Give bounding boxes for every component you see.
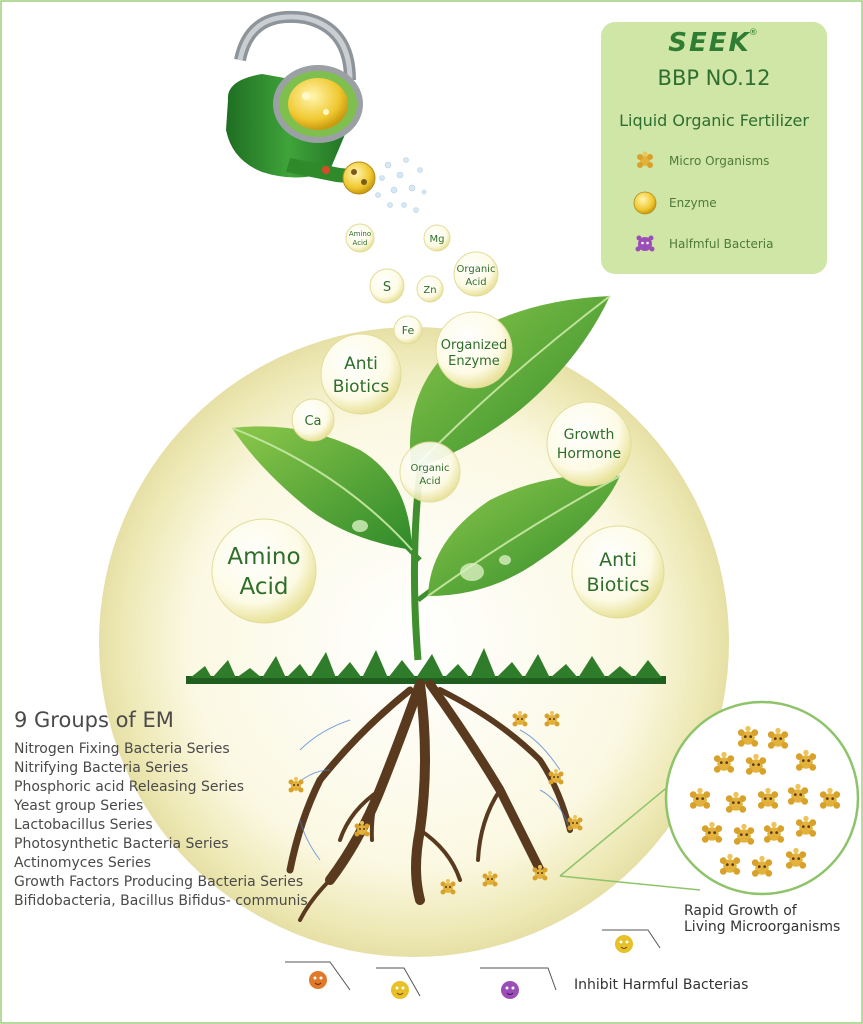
bubble-label: Acid: [465, 277, 486, 288]
registered-mark: ®: [748, 28, 760, 38]
bubble-fe: Fe: [393, 315, 423, 345]
em-groups-title: 9 Groups of EM: [14, 708, 174, 732]
leaf-top: [410, 296, 610, 470]
bubble-label: Organized: [441, 338, 508, 353]
bubble-label: Biotics: [333, 377, 390, 397]
bubble-label: Enzyme: [448, 354, 500, 369]
em-group-item: Photosynthetic Bacteria Series: [14, 836, 229, 852]
rapid-growth-line: Living Microorganisms: [684, 919, 841, 935]
em-groups-list: 9 Groups of EM Nitrogen Fixing Bacteria …: [14, 708, 394, 911]
em-group-item: Phosphoric acid Releasing Series: [14, 779, 245, 795]
bubble-label: Anti: [599, 549, 637, 571]
bubble-anti-biotics-right: Anti Biotics: [571, 525, 665, 619]
bubble-label: Amino: [227, 544, 300, 570]
bubble-label: Fe: [402, 324, 415, 337]
bubble-organic-acid-top: Organic Acid: [453, 251, 499, 297]
rapid-growth-line: Rapid Growth of: [684, 903, 797, 919]
bubble-label: Zn: [423, 285, 436, 296]
leaf-left: [232, 426, 412, 550]
bubble-amino-small: Amino Acid: [345, 223, 375, 253]
em-group-item: Yeast group Series: [14, 798, 144, 814]
bubble-label: Ca: [304, 414, 321, 429]
bubble-s: S: [369, 268, 405, 304]
bubble-zn: Zn: [416, 275, 444, 303]
brand-name: SEEK: [668, 28, 751, 58]
harmful-bacteria-icon: [615, 935, 633, 953]
bubble-label: Growth: [564, 427, 615, 443]
legend-label: Micro Organisms: [669, 154, 770, 168]
bubble-mg: Mg: [423, 224, 451, 252]
bubble-label: Acid: [240, 574, 289, 600]
em-group-item: Growth Factors Producing Bacteria Series: [14, 874, 304, 890]
watering-can-icon: [226, 10, 376, 195]
em-group-item: Actinomyces Series: [14, 855, 151, 871]
zoom-line-bottom: [559, 875, 701, 891]
legend-item-enzyme: Enzyme: [633, 190, 717, 216]
em-group-item: Nitrifying Bacteria Series: [14, 760, 189, 776]
bubble-label: Mg: [430, 234, 445, 245]
product-name: BBP NO.12: [657, 66, 771, 90]
micro-organism-icon: [637, 151, 653, 168]
bubble-label: Amino: [349, 230, 371, 238]
bubble-ca: Ca: [291, 398, 335, 442]
harmful-bacteria-row: [285, 929, 661, 999]
harmful-bacteria-icon: [391, 981, 409, 999]
roots: [286, 679, 573, 922]
bubble-label: Acid: [419, 476, 440, 487]
grass: [186, 648, 666, 684]
bubble-label: Anti: [344, 354, 378, 374]
enzyme-icon: [633, 191, 657, 215]
bubble-label: Organic: [457, 264, 496, 275]
product-subtitle: Liquid Organic Fertilizer: [619, 111, 809, 130]
legend-label: Enzyme: [669, 196, 717, 210]
bubble-label: Hormone: [557, 446, 621, 462]
bubble-label: S: [383, 280, 391, 295]
harmful-bacteria-icon: [309, 971, 327, 989]
em-group-item: Lactobacillus Series: [14, 817, 153, 833]
bubble-label: Acid: [353, 239, 368, 247]
zoom-line-top: [559, 779, 677, 877]
bubble-anti-biotics-left: Anti Biotics: [320, 333, 402, 415]
water-drops: [375, 157, 427, 213]
harmful-bacteria-icon: [635, 235, 655, 252]
bubble-label: Organic: [411, 463, 450, 474]
bubble-label: Biotics: [586, 574, 649, 596]
legend-item-micro-organisms: Micro Organisms: [633, 148, 769, 174]
em-group-item: Nitrogen Fixing Bacteria Series: [14, 741, 230, 757]
bubble-growth-hormone: Growth Hormone: [546, 401, 632, 487]
legend-label: Halfmful Bacteria: [669, 237, 774, 251]
harmful-bacteria-icon: [501, 981, 519, 999]
bubble-organized-enzyme: Organized Enzyme: [435, 311, 513, 389]
inhibit-bacteria-note: Inhibit Harmful Bacterias: [574, 977, 749, 993]
rapid-growth-note: Rapid Growth of Living Microorganisms: [684, 903, 840, 935]
em-group-item: Bifidobacteria, Bacillus Bifidus- commun…: [14, 893, 308, 909]
legend-item-harmful-bacteria: Halfmful Bacteria: [633, 231, 774, 257]
brand-logo: SEEK®: [601, 28, 827, 58]
bubble-amino-acid-large: Amino Acid: [211, 518, 317, 624]
product-info-panel: SEEK® BBP NO.12 Liquid Organic Fertilize…: [601, 22, 827, 274]
bubble-organic-acid-mid: Organic Acid: [399, 441, 461, 503]
